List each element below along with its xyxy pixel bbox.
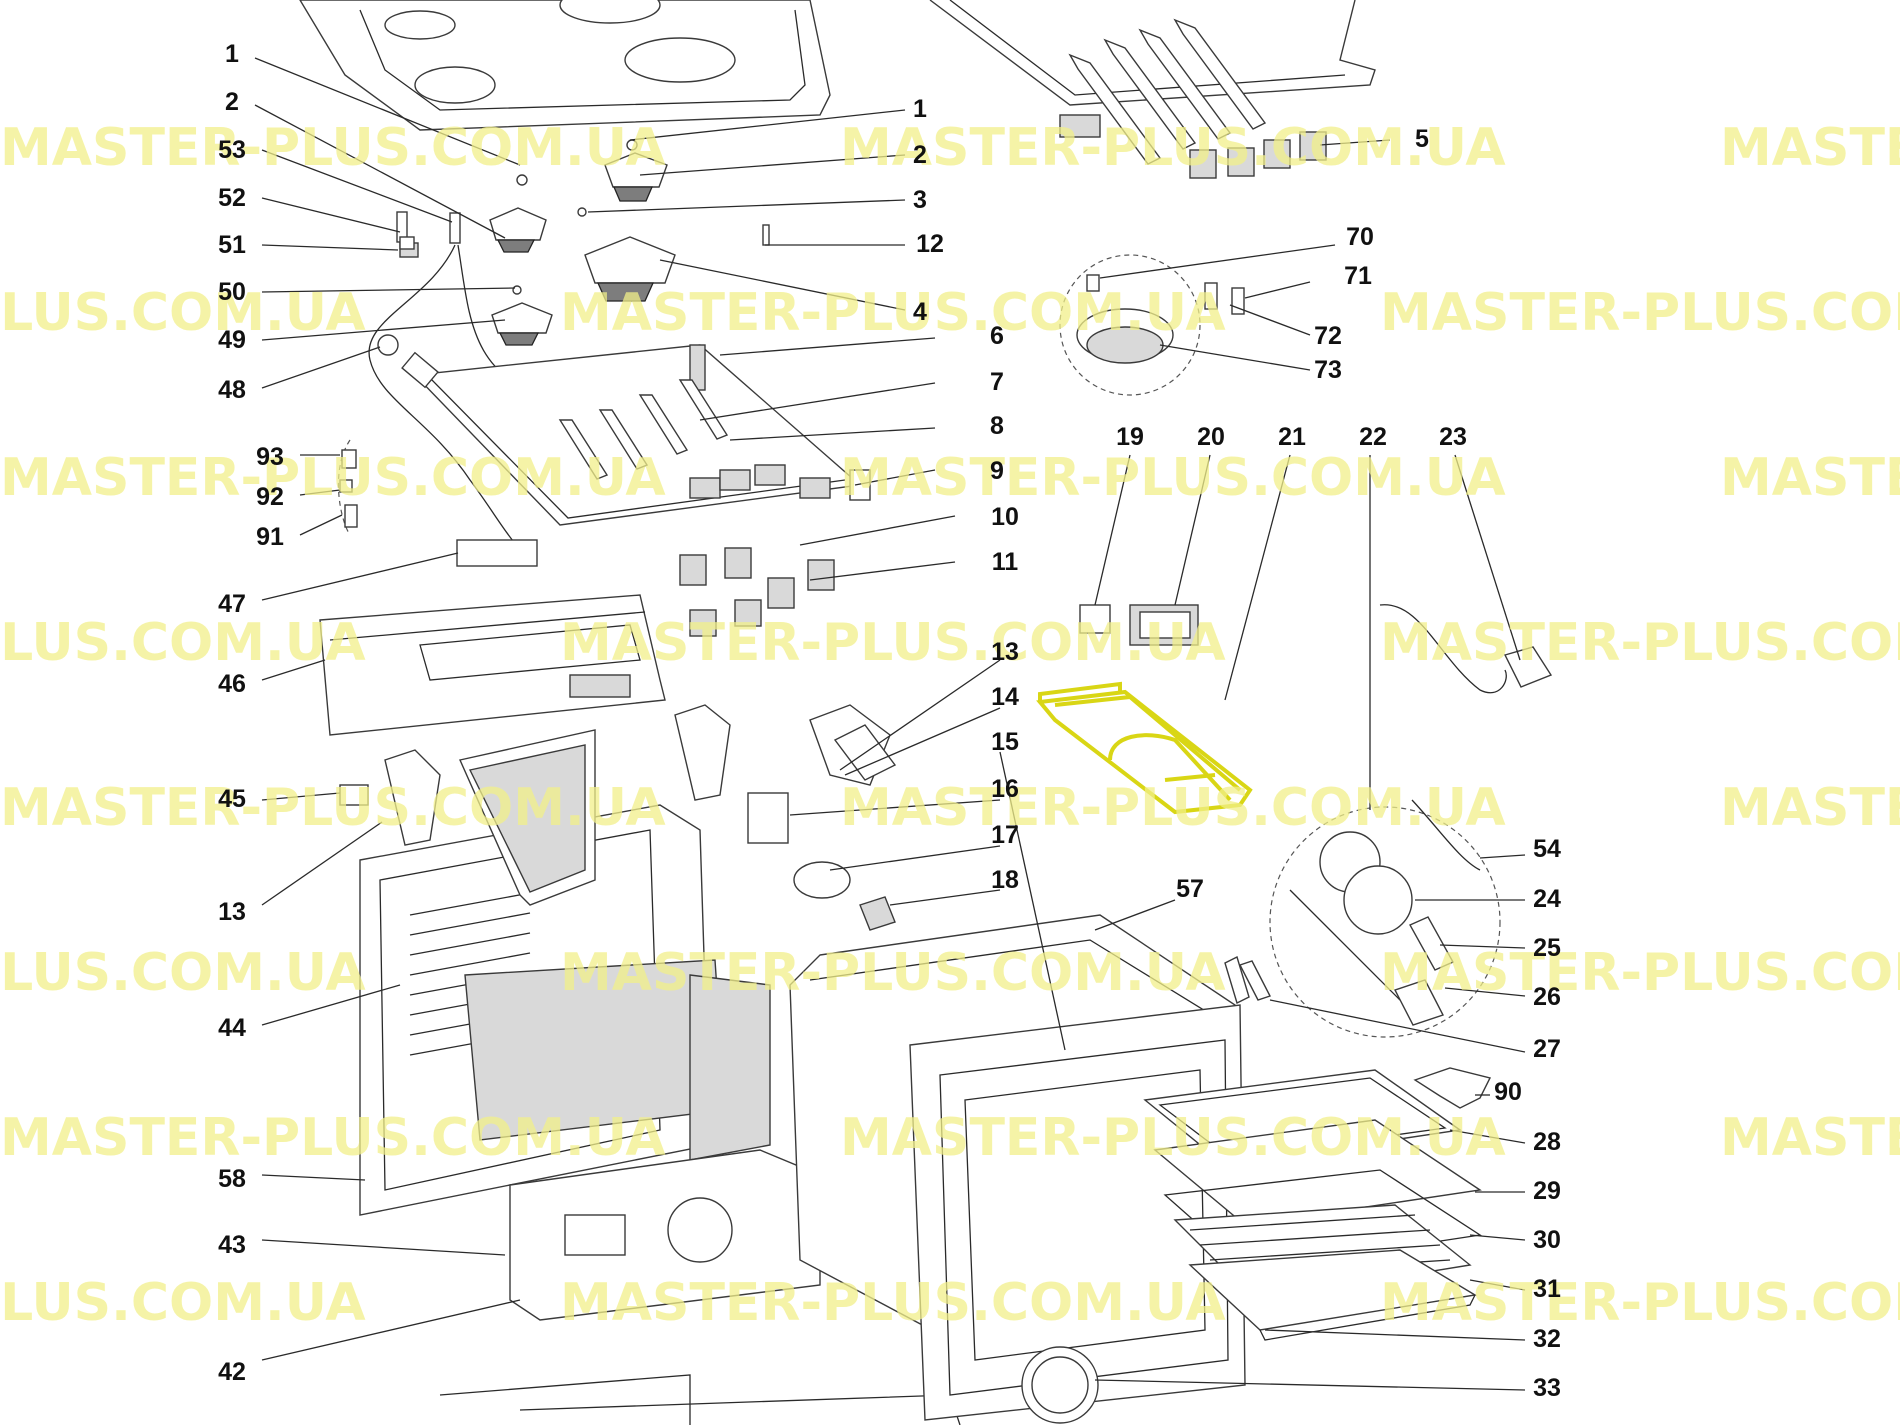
part-callout: 23	[1439, 423, 1467, 451]
part-callout: 71	[1344, 262, 1372, 290]
part-callout: 92	[256, 483, 284, 511]
watermark-text: MASTER-PLUS.COM.UA	[1720, 778, 1900, 838]
part-callout: 32	[1533, 1325, 1561, 1353]
part-callout: 17	[991, 821, 1019, 849]
watermark-text: MASTER-PLUS.COM.UA	[560, 613, 1226, 673]
watermark-text: MASTER-PLUS.COM.UA	[1720, 1108, 1900, 1168]
watermark-text: MASTER-PLUS.COM.UA	[0, 778, 666, 838]
part-callout: 7	[990, 368, 1004, 396]
part-callout: 28	[1533, 1128, 1561, 1156]
part-callout: 6	[990, 322, 1004, 350]
part-callout: 13	[991, 638, 1019, 666]
watermark-text: MASTER-PLUS.COM.UA	[0, 943, 366, 1003]
part-callout: 44	[218, 1014, 246, 1042]
watermark-text: MASTER-PLUS.COM.UA	[1380, 613, 1900, 673]
part-callout: 3	[913, 186, 927, 214]
part-callout: 29	[1533, 1177, 1561, 1205]
watermark-text: MASTER-PLUS.COM.UA	[0, 1273, 366, 1333]
watermark-text: MASTER-PLUS.COM.UA	[1380, 1273, 1900, 1333]
watermark-text: MASTER-PLUS.COM.UA	[840, 448, 1506, 508]
part-callout: 15	[991, 728, 1019, 756]
part-callout: 31	[1533, 1275, 1561, 1303]
part-callout: 50	[218, 278, 246, 306]
watermark-text: MASTER-PLUS.COM.UA	[840, 118, 1506, 178]
part-callout: 13	[218, 898, 246, 926]
part-callout: 51	[218, 231, 246, 259]
watermark-text: MASTER-PLUS.COM.UA	[560, 1273, 1226, 1333]
part-callout: 8	[990, 412, 1004, 440]
parts-artwork	[254, 0, 1553, 1425]
leader-lines	[254, 57, 1526, 1391]
watermark-text: MASTER-PLUS.COM.UA	[1720, 118, 1900, 178]
part-callout: 16	[991, 775, 1019, 803]
part-callout: 22	[1359, 423, 1387, 451]
part-callout: 47	[218, 590, 246, 618]
part-callout: 42	[218, 1358, 246, 1386]
part-callout: 72	[1314, 322, 1342, 350]
part-callout: 26	[1533, 983, 1561, 1011]
part-callout: 70	[1346, 223, 1374, 251]
part-callout: 45	[218, 785, 246, 813]
part-callout: 30	[1533, 1226, 1561, 1254]
watermark-text: MASTER-PLUS.COM.UA	[560, 943, 1226, 1003]
watermark-text: MASTER-PLUS.COM.UA	[0, 613, 366, 673]
part-callout: 2	[225, 88, 239, 116]
injector-set-top	[1059, 18, 1327, 179]
part-callout: 14	[991, 683, 1019, 711]
callout-labels: 1 2 53 52 51 50 49 48 93 92 91 47 46 45 …	[218, 40, 1561, 1402]
watermark-text: MASTER-PLUS.COM.UA	[840, 778, 1506, 838]
part-callout: 48	[218, 376, 246, 404]
part-callout: 2	[913, 141, 927, 169]
part-callout: 24	[1533, 885, 1561, 913]
watermark-text: MASTER-PLUS.COM.UA	[0, 1108, 666, 1168]
part-callout: 21	[1278, 423, 1306, 451]
part-callout: 49	[218, 326, 246, 354]
part-callout: 4	[913, 298, 927, 326]
valves-row	[558, 379, 835, 637]
watermark-text: MASTER-PLUS.COM.UA	[1380, 943, 1900, 1003]
part-callout: 19	[1116, 423, 1144, 451]
part-callout: 52	[218, 184, 246, 212]
part-callout: 25	[1533, 934, 1561, 962]
part-callout: 20	[1197, 423, 1225, 451]
part-callout: 46	[218, 670, 246, 698]
part-callout: 43	[218, 1231, 246, 1259]
part-callout: 33	[1533, 1374, 1561, 1402]
part-callout: 12	[916, 230, 944, 258]
part-callout: 73	[1314, 356, 1342, 384]
part-callout: 9	[990, 457, 1004, 485]
watermark-text: MASTER-PLUS.COM.UA	[560, 283, 1226, 343]
part-callout: 91	[256, 523, 284, 551]
part-callout: 53	[218, 136, 246, 164]
part-callout: 57	[1176, 875, 1204, 903]
watermark-text: MASTER-PLUS.COM.UA	[0, 448, 666, 508]
watermark-text: MASTER-PLUS.COM.UA	[840, 1108, 1506, 1168]
watermark-text: MASTER-PLUS.COM.UA	[0, 283, 366, 343]
part-callout: 5	[1415, 125, 1429, 153]
watermark-layer: MASTER-PLUS.COM.UA MASTER-PLUS.COM.UA MA…	[0, 118, 1900, 1333]
part-callout: 58	[218, 1165, 246, 1193]
watermark-text: MASTER-PLUS.COM.UA	[0, 118, 666, 178]
grill-heating-element-highlight	[1036, 681, 1253, 815]
part-callout: 54	[1533, 835, 1561, 863]
part-callout: 1	[225, 40, 239, 68]
part-callout: 90	[1494, 1078, 1522, 1106]
part-callout: 18	[991, 866, 1019, 894]
watermark-text: MASTER-PLUS.COM.UA	[1380, 283, 1900, 343]
part-callout: 93	[256, 443, 284, 471]
watermark-text: MASTER-PLUS.COM.UA	[1720, 448, 1900, 508]
part-callout: 1	[913, 95, 927, 123]
part-callout: 10	[991, 503, 1019, 531]
part-callout: 27	[1533, 1035, 1561, 1063]
part-callout: 11	[992, 548, 1019, 576]
